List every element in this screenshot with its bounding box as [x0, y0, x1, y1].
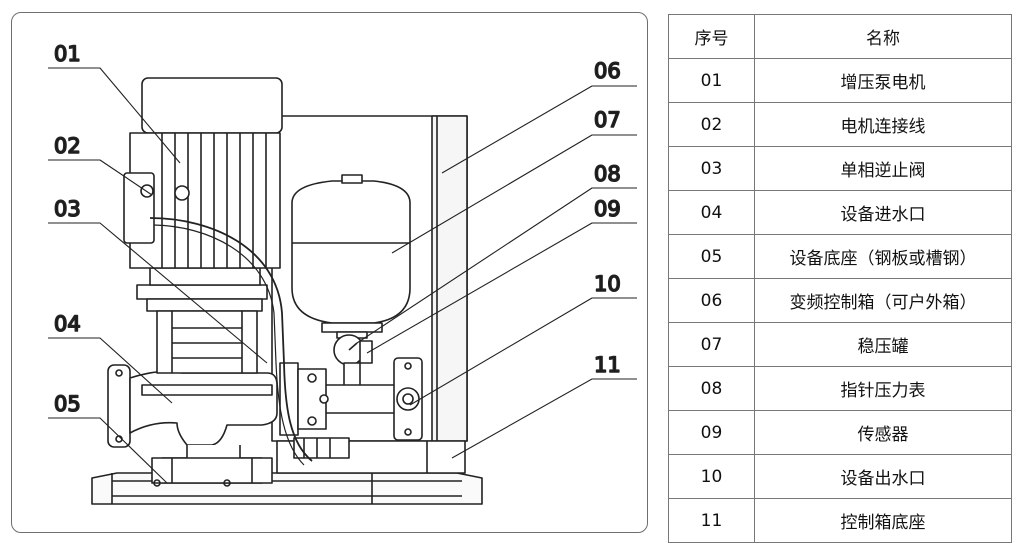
- row-no: 02: [668, 102, 755, 147]
- callout-leaders: [48, 67, 637, 484]
- row-name: 控制箱底座: [754, 498, 1012, 543]
- pump-motor: [123, 77, 283, 269]
- row-no: 03: [668, 146, 755, 191]
- row-no: 06: [668, 278, 755, 323]
- table-row: 08 指针压力表: [668, 366, 1012, 411]
- callout-05: 05: [54, 392, 81, 416]
- callout-01: 01: [54, 42, 81, 66]
- table-row: 04 设备进水口: [668, 190, 1012, 235]
- row-name: 指针压力表: [754, 366, 1012, 411]
- callout-03: 03: [54, 197, 81, 221]
- row-no: 07: [668, 322, 755, 367]
- callout-09: 09: [594, 197, 621, 221]
- row-name: 传感器: [754, 410, 1012, 455]
- row-name: 增压泵电机: [754, 58, 1012, 103]
- row-name: 电机连接线: [754, 102, 1012, 147]
- row-no: 05: [668, 234, 755, 279]
- row-no: 08: [668, 366, 755, 411]
- row-no: 10: [668, 454, 755, 499]
- table-row: 11 控制箱底座: [668, 498, 1012, 543]
- callout-04: 04: [54, 312, 81, 336]
- table-row: 05 设备底座（钢板或槽钢）: [668, 234, 1012, 279]
- diagram-panel: 01 02 03 04 05 06 07 08 09 10 11: [11, 12, 648, 533]
- pump-lantern: [136, 267, 268, 374]
- callout-10: 10: [594, 272, 621, 296]
- table-row: 01 增压泵电机: [668, 58, 1012, 103]
- callout-11: 11: [594, 353, 621, 377]
- parts-table: 序号 名称 01 增压泵电机 02 电机连接线 03 单相逆止阀 04 设备进水…: [668, 14, 1012, 543]
- pump-diagram: 01 02 03 04 05 06 07 08 09 10 11: [48, 41, 637, 505]
- callout-06: 06: [594, 59, 621, 83]
- table-row: 06 变频控制箱（可户外箱）: [668, 278, 1012, 323]
- row-name: 稳压罐: [754, 322, 1012, 367]
- row-name: 设备底座（钢板或槽钢）: [754, 234, 1012, 279]
- callout-08: 08: [594, 162, 621, 186]
- pressure-tank: [291, 174, 411, 339]
- callout-07: 07: [594, 108, 621, 132]
- table-row: 09 传感器: [668, 410, 1012, 455]
- table-row: 07 稳压罐: [668, 322, 1012, 367]
- row-name: 变频控制箱（可户外箱）: [754, 278, 1012, 323]
- header-name: 名称: [754, 14, 1012, 59]
- pressure-sensor: [359, 340, 373, 364]
- motor-cable: [149, 217, 313, 462]
- motor-cable-return: [153, 224, 305, 466]
- row-name: 设备进水口: [754, 190, 1012, 235]
- row-name: 单相逆止阀: [754, 146, 1012, 191]
- row-no: 09: [668, 410, 755, 455]
- table-row: 10 设备出水口: [668, 454, 1012, 499]
- parts-table-header: 序号 名称: [668, 14, 1012, 59]
- equipment-base: [91, 472, 483, 505]
- row-no: 11: [668, 498, 755, 543]
- callout-02: 02: [54, 134, 81, 158]
- row-no: 01: [668, 58, 755, 103]
- row-no: 04: [668, 190, 755, 235]
- row-name: 设备出水口: [754, 454, 1012, 499]
- table-row: 03 单相逆止阀: [668, 146, 1012, 191]
- table-row: 02 电机连接线: [668, 102, 1012, 147]
- pump-body: [107, 364, 278, 487]
- header-no: 序号: [668, 14, 755, 59]
